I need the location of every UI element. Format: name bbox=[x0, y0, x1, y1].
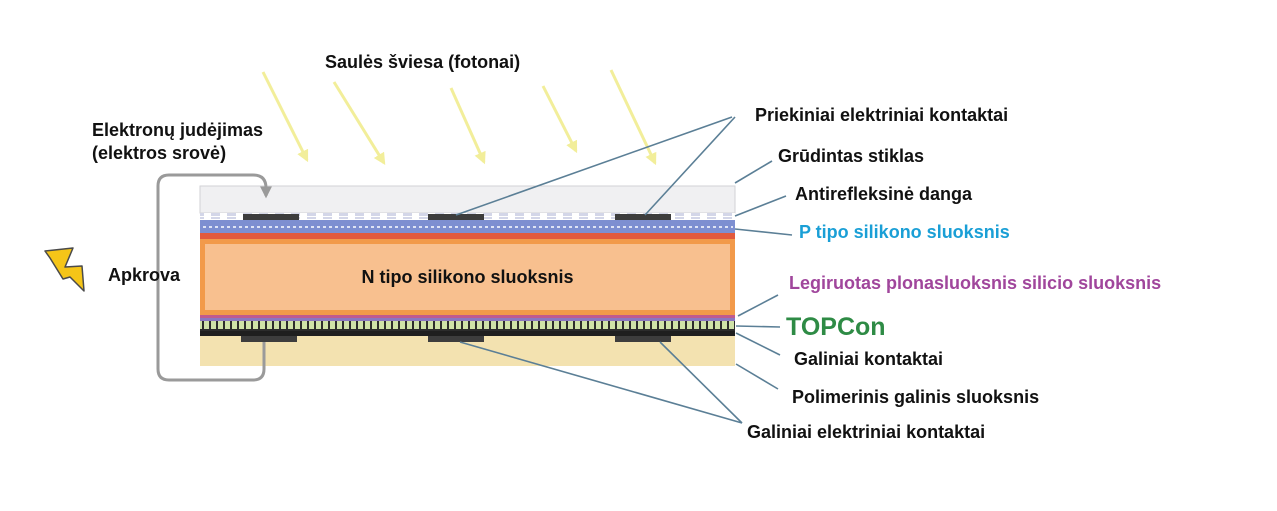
rear-contact bbox=[615, 336, 671, 342]
label-sunlight: Saulės šviesa (fotonai) bbox=[325, 52, 521, 72]
label-anti-reflective: Antirefleksinė danga bbox=[795, 184, 973, 204]
rear-contact bbox=[428, 336, 484, 342]
label-doped-thin-layer: Legiruotas plonasluoksnis silicio sluoks… bbox=[789, 273, 1162, 293]
leader-line bbox=[455, 116, 733, 216]
leader-line bbox=[735, 325, 781, 328]
n-type-layer-inner bbox=[205, 244, 730, 310]
leader-line bbox=[734, 228, 793, 236]
leader-line bbox=[659, 341, 743, 424]
circuit-loop bbox=[156, 173, 272, 382]
leader-line bbox=[459, 341, 743, 424]
leader-line bbox=[735, 332, 781, 356]
tunnel-oxide-layer bbox=[200, 318, 735, 321]
label-tempered-glass: Grūdintas stiklas bbox=[778, 146, 925, 166]
label-electron-flow-line2: (elektros srovė) bbox=[92, 143, 227, 163]
front-contact bbox=[243, 214, 299, 220]
sun-ray bbox=[609, 69, 657, 166]
label-rear-electrical-contacts: Galiniai elektriniai kontaktai bbox=[747, 422, 986, 442]
lightning-icon bbox=[44, 247, 85, 292]
sun-rays bbox=[261, 69, 657, 166]
label-rear-contacts: Galiniai kontaktai bbox=[794, 349, 944, 369]
leader-line bbox=[737, 294, 779, 317]
label-n-layer: N tipo silikono sluoksnis bbox=[361, 267, 574, 287]
rear-contacts bbox=[241, 336, 671, 342]
sun-ray bbox=[261, 71, 309, 163]
label-topcon: TOPCon bbox=[786, 313, 886, 341]
leader-line bbox=[644, 116, 736, 216]
doped-thin-layer bbox=[200, 315, 735, 318]
leader-line bbox=[734, 195, 787, 217]
label-polymer-backsheet: Polimerinis galinis sluoksnis bbox=[792, 387, 1040, 407]
rear-contact-layer bbox=[200, 331, 735, 336]
sun-ray bbox=[541, 85, 578, 154]
label-load: Apkrova bbox=[108, 265, 181, 285]
leader-line bbox=[735, 363, 779, 390]
front-contacts bbox=[243, 214, 671, 220]
front-contact bbox=[615, 214, 671, 220]
label-front-contacts: Priekiniai elektriniai kontaktai bbox=[755, 105, 1009, 125]
junction-stripe bbox=[200, 233, 735, 239]
leader-line bbox=[734, 160, 773, 184]
leader-lines bbox=[455, 116, 793, 424]
sun-ray bbox=[332, 81, 386, 166]
label-electron-flow-line1: Elektronų judėjimas bbox=[92, 120, 264, 140]
label-p-layer: P tipo silikono sluoksnis bbox=[799, 222, 1010, 242]
front-contact bbox=[428, 214, 484, 220]
tempered-glass-layer bbox=[199, 185, 736, 214]
rear-contact bbox=[241, 336, 297, 342]
rear-grid-layer bbox=[200, 321, 735, 331]
sun-ray bbox=[449, 87, 486, 165]
